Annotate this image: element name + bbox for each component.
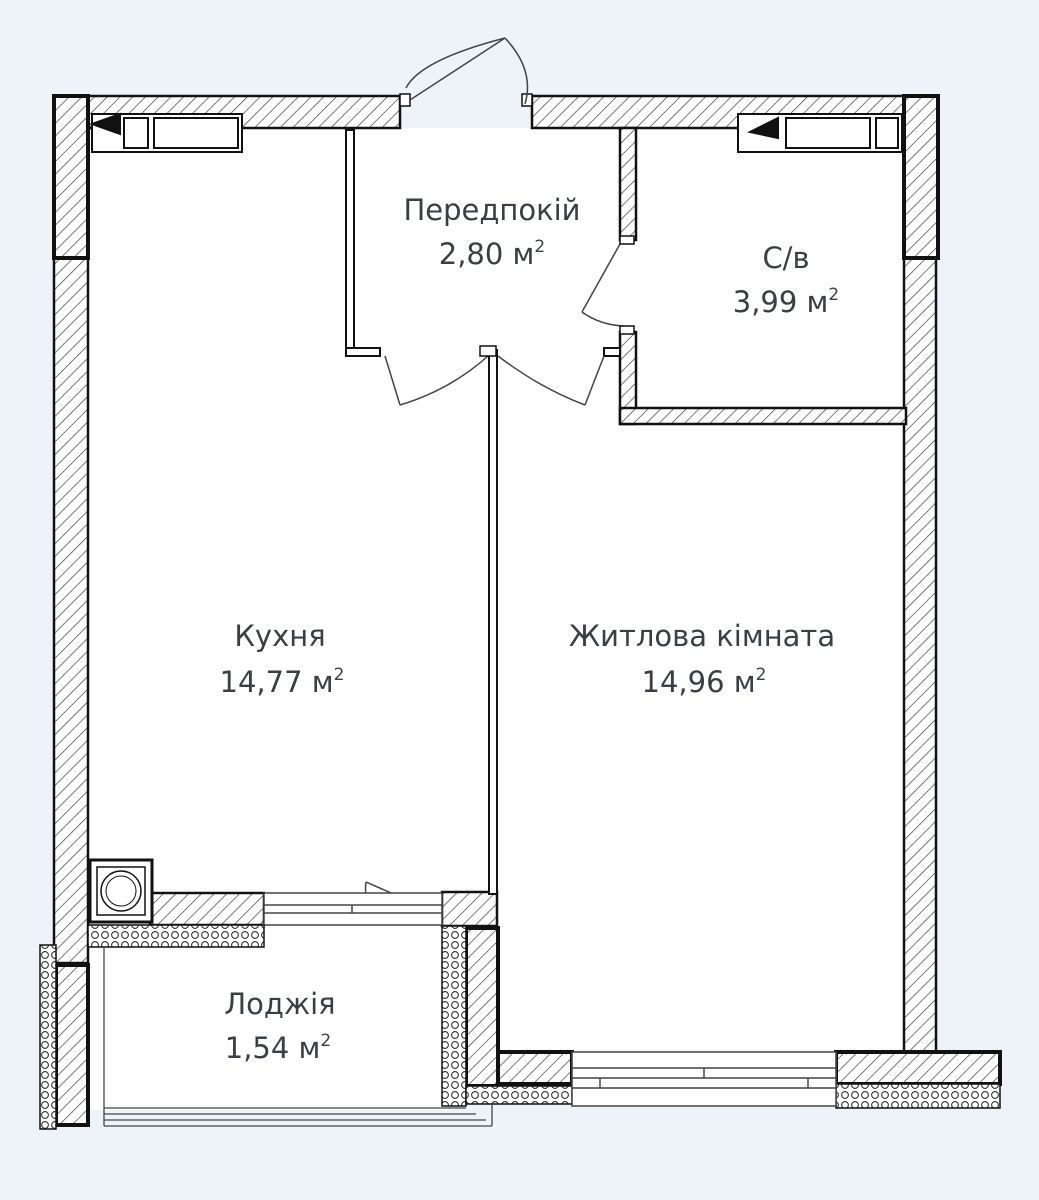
pier-loggia-left [54,963,90,1127]
pier-center [440,890,499,928]
partition-bath-top [618,126,638,242]
room-name: Житлова кімната [569,619,835,653]
room-name: Лоджія [224,987,335,1021]
wall-living-bottom-left [496,1050,574,1086]
room-kitchen: Кухня 14,77 м2 [220,619,345,699]
window-icon [103,947,493,1127]
room-bathroom: С/в 3,99 м2 [733,241,840,319]
radiator-icon [737,113,903,153]
room-living: Житлова кімната 14,96 м2 [569,619,835,699]
exterior-walls [52,94,1002,1127]
room-hallway: Передпокій 2,80 м2 [403,193,580,271]
window-icon [263,892,443,926]
wall-living-bottom-right [834,1050,1002,1086]
pier-top-left [52,94,90,260]
ventilation-shaft-icon [88,858,154,924]
room-name: Передпокій [403,193,580,227]
room-loggia: Лоджія 1,54 м2 [224,987,335,1065]
pier-loggia-right [464,926,500,1088]
room-name: С/в [762,241,809,275]
door-swing-icon [364,37,635,911]
partition-center [488,349,498,895]
room-area: 1,54 м2 [225,1031,332,1065]
partition-hall-left [345,129,355,357]
interior-partitions [618,126,908,426]
wall-right [902,256,938,1055]
partition-bath-bottom [618,406,908,426]
wall-left [52,256,90,965]
room-area: 14,96 м2 [642,665,767,699]
room-name: Кухня [234,619,325,653]
wall-kitchen-bottom [148,891,266,927]
window-icon [571,1051,837,1107]
insulation [39,924,1001,1130]
room-area: 14,77 м2 [220,665,345,699]
pier-top-right [902,94,940,260]
room-area: 3,99 м2 [733,285,840,319]
room-area: 2,80 м2 [439,237,546,271]
radiator-icon [89,112,243,153]
